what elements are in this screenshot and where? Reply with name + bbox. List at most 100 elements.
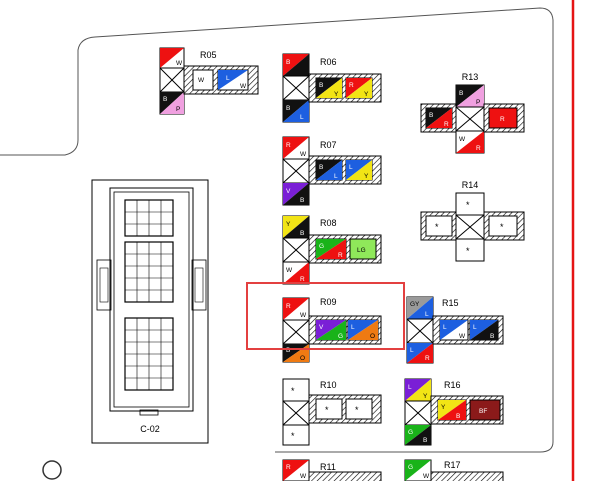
svg-text:W: W: [198, 77, 205, 84]
svg-text:W: W: [300, 151, 307, 158]
svg-text:B: B: [286, 59, 290, 66]
relay-label: R11: [320, 462, 336, 472]
svg-text:R: R: [300, 276, 305, 283]
relay-r07[interactable]: R W V B B L L Y R07: [282, 136, 382, 206]
svg-text:W: W: [459, 136, 466, 143]
svg-text:V: V: [286, 188, 291, 195]
svg-text:*: *: [466, 246, 470, 256]
svg-text:L: L: [410, 347, 414, 354]
relay-r05[interactable]: W B P W L W R05: [159, 47, 259, 115]
svg-text:L: L: [300, 114, 304, 121]
svg-text:O: O: [370, 333, 375, 340]
svg-text:*: *: [291, 386, 295, 396]
svg-text:R: R: [286, 142, 291, 149]
svg-text:G: G: [338, 333, 343, 340]
svg-text:L: L: [334, 173, 338, 180]
svg-text:L: L: [443, 324, 447, 331]
svg-text:B: B: [286, 347, 290, 354]
svg-text:B: B: [286, 105, 290, 112]
relay-r13[interactable]: B P W R B R R R13: [420, 72, 525, 154]
svg-text:L: L: [351, 324, 355, 331]
svg-text:B: B: [300, 230, 304, 237]
svg-text:L: L: [425, 311, 429, 318]
relay-r08[interactable]: Y B W R G R LG R08: [282, 215, 382, 285]
relay-r14[interactable]: * * * * R14: [420, 180, 525, 262]
svg-text:R: R: [444, 121, 449, 128]
connector-label: C-02: [140, 424, 160, 434]
svg-text:GY: GY: [410, 301, 420, 308]
svg-text:B: B: [459, 90, 463, 97]
connector-c02[interactable]: C-02: [91, 179, 209, 444]
relay-r17[interactable]: G W R17: [404, 459, 504, 481]
svg-text:B: B: [456, 413, 460, 420]
svg-text:W: W: [240, 83, 247, 90]
relay-label: R14: [462, 180, 479, 190]
relay-label: R15: [442, 298, 459, 308]
svg-text:R: R: [338, 252, 343, 259]
svg-text:LG: LG: [357, 247, 366, 254]
svg-text:G: G: [408, 464, 413, 471]
svg-text:Y: Y: [364, 173, 369, 180]
relay-label: R09: [320, 297, 337, 307]
relay-label: R17: [444, 460, 461, 470]
relay-r16[interactable]: L Y G B Y B BF R16: [404, 378, 504, 446]
relay-r06[interactable]: B B L B Y R Y R06: [282, 53, 382, 123]
svg-text:L: L: [408, 384, 412, 391]
relay-label: R05: [200, 50, 217, 60]
svg-text:R: R: [476, 145, 481, 152]
svg-text:*: *: [500, 222, 504, 232]
svg-text:*: *: [435, 222, 439, 232]
svg-text:W: W: [286, 267, 293, 274]
svg-text:Y: Y: [441, 404, 446, 411]
svg-text:*: *: [325, 405, 329, 415]
svg-text:Y: Y: [334, 91, 339, 98]
svg-text:P: P: [476, 99, 480, 106]
relay-r09[interactable]: R W B O V G L O R09: [282, 297, 382, 363]
svg-text:G: G: [408, 429, 413, 436]
svg-text:R: R: [425, 355, 430, 362]
svg-text:L: L: [226, 75, 230, 82]
svg-text:*: *: [291, 431, 295, 441]
svg-text:O: O: [300, 355, 305, 362]
relay-r10[interactable]: * * * * R10: [282, 378, 382, 446]
relay-label: R06: [320, 57, 337, 67]
svg-text:V: V: [319, 324, 324, 331]
svg-text:W: W: [423, 473, 430, 480]
svg-text:G: G: [319, 243, 324, 250]
fuse-box-outline: [0, 7, 554, 453]
relay-label: R16: [444, 380, 461, 390]
relay-label: R10: [320, 380, 337, 390]
svg-text:Y: Y: [364, 91, 369, 98]
svg-text:B: B: [319, 164, 323, 171]
svg-text:B: B: [423, 437, 427, 444]
svg-text:B: B: [163, 96, 167, 103]
relay-label: R08: [320, 218, 337, 228]
svg-text:B: B: [319, 82, 323, 89]
svg-text:B: B: [490, 333, 494, 340]
svg-text:B: B: [429, 112, 433, 119]
mounting-hole: [42, 460, 62, 480]
svg-text:BF: BF: [479, 408, 487, 415]
relay-label: R07: [320, 140, 337, 150]
svg-text:W: W: [300, 312, 307, 319]
highlight-box: [246, 282, 405, 350]
svg-text:Y: Y: [286, 221, 291, 228]
relay-r11[interactable]: R W R11: [282, 459, 382, 481]
svg-text:W: W: [459, 333, 466, 340]
svg-text:B: B: [300, 197, 304, 204]
relay-r15[interactable]: GY L L R L W L B R15: [406, 296, 504, 364]
svg-text:W: W: [300, 473, 307, 480]
svg-text:W: W: [176, 60, 183, 67]
svg-text:R: R: [286, 303, 291, 310]
relay-label: R13: [462, 72, 479, 82]
svg-text:R: R: [286, 464, 291, 471]
svg-text:L: L: [473, 324, 477, 331]
svg-text:*: *: [355, 405, 359, 415]
svg-text:L: L: [349, 164, 353, 171]
svg-text:Y: Y: [423, 393, 428, 400]
svg-text:P: P: [176, 106, 180, 113]
svg-text:*: *: [466, 200, 470, 210]
svg-text:R: R: [500, 116, 505, 123]
svg-text:R: R: [349, 82, 354, 89]
